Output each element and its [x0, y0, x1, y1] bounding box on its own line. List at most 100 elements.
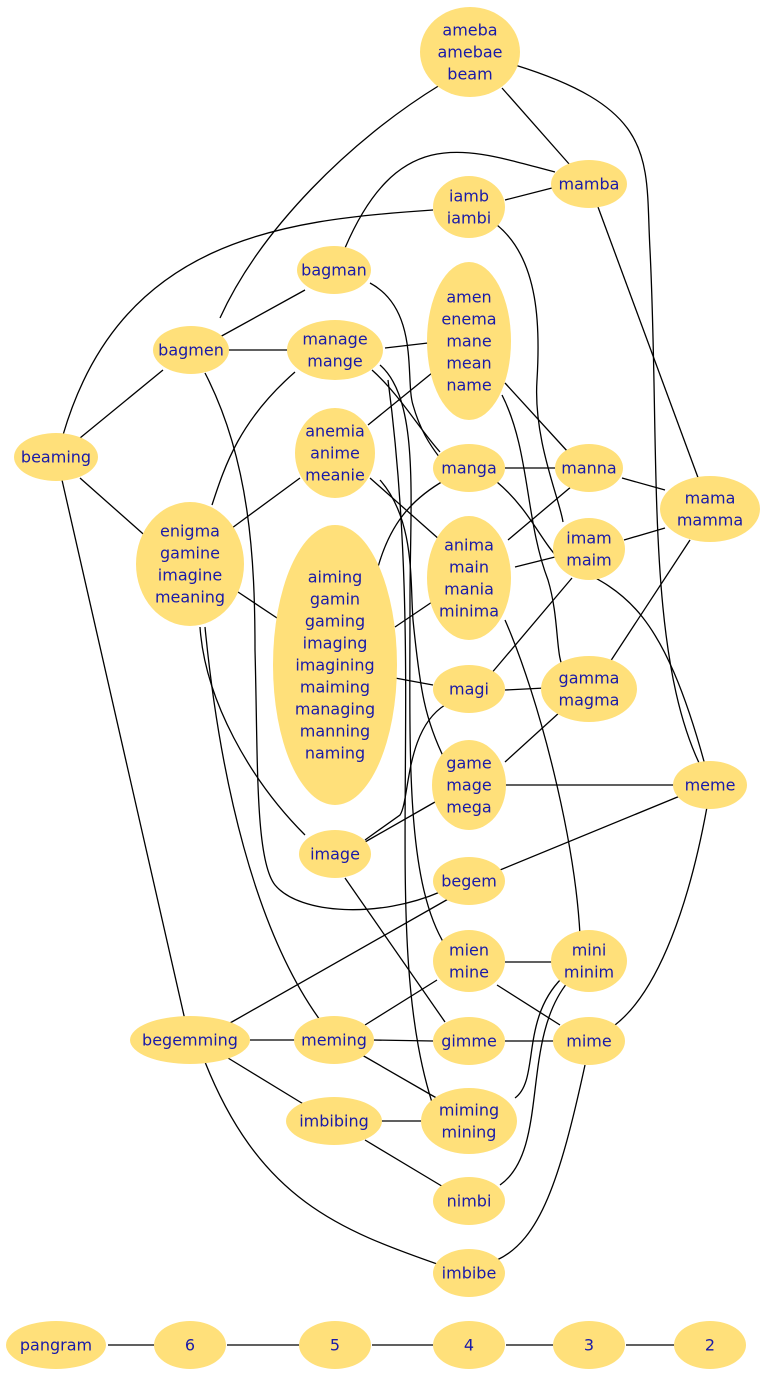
node-meme-shape [673, 761, 747, 809]
node-mini-label: minim [564, 963, 614, 982]
edge-game-image [364, 801, 436, 843]
edge-amen-manna [504, 382, 569, 453]
node-game-label: mega [446, 798, 491, 817]
node-gamma-label: magma [559, 691, 620, 710]
edge-bagman-mamba [344, 151, 556, 249]
legend-node-label: pangram [20, 1336, 92, 1355]
legend-node-label: 4 [464, 1336, 474, 1355]
node-imbibe-label: imbibe [442, 1264, 497, 1283]
node-amen-label: name [446, 376, 491, 395]
node-mamba-shape [551, 160, 627, 208]
node-aiming-shape [273, 525, 397, 805]
node-aiming-label: naming [305, 744, 365, 763]
node-mien-label: mien [449, 941, 489, 960]
edge-mini-nimbi [499, 981, 569, 1186]
legend-node-2: 2 [674, 1321, 746, 1369]
edge-manage-enigma [211, 371, 296, 506]
legend-node-shape [154, 1321, 226, 1369]
edge-imam-magi [489, 577, 573, 676]
node-beaming: beaming [14, 433, 98, 481]
node-anima-label: main [449, 558, 489, 577]
node-miming-label: mining [442, 1123, 497, 1142]
node-aiming-label: imagining [295, 656, 374, 675]
edge-anima-mini [504, 619, 581, 936]
node-anima-label: mania [444, 580, 494, 599]
node-imam-label: imam [566, 529, 611, 548]
edge-anemia-enigma [231, 477, 301, 529]
node-magi-label: magi [449, 680, 489, 699]
edge-mini-miming [514, 977, 563, 1099]
node-enigma-label: imagine [158, 566, 222, 585]
node-imbibing: imbibing [286, 1097, 382, 1145]
legend-node-label: 2 [705, 1336, 715, 1355]
node-aiming-label: aiming [308, 568, 363, 587]
node-beaming-label: beaming [21, 448, 91, 467]
node-meme: meme [673, 761, 747, 809]
node-iamb-label: iambi [447, 209, 491, 228]
node-bagmen-shape [153, 326, 229, 374]
node-bagman: bagman [297, 246, 371, 294]
node-imbibe-shape [433, 1249, 505, 1297]
legend-node-shape [674, 1321, 746, 1369]
edge-manage-miming [387, 379, 439, 1121]
node-amen-label: mean [446, 354, 491, 373]
legend-node-shape [433, 1321, 505, 1369]
edge-gamma-game [504, 711, 561, 763]
edges [61, 64, 708, 1346]
edge-mien-meming [364, 979, 438, 1026]
legend-node-label: 3 [584, 1336, 594, 1355]
edge-ameba-mamba [501, 87, 571, 166]
node-magi-shape [433, 665, 505, 713]
node-aiming-label: managing [295, 700, 375, 719]
edge-imam-anima [514, 556, 556, 568]
node-anemia-label: anime [310, 444, 360, 463]
edge-iamb-mamba [504, 187, 553, 201]
edge-anemia-anima [369, 477, 441, 541]
edge-enigma-meming [204, 626, 321, 1021]
node-aiming-label: imaging [303, 634, 368, 653]
edge-mamba-mama [597, 206, 701, 484]
node-ameba-label: ameba [442, 21, 497, 40]
legend-node-4: 4 [433, 1321, 505, 1369]
node-meme-label: meme [685, 776, 736, 795]
node-mini: mini minim [551, 930, 627, 992]
node-mini-label: mini [572, 941, 607, 960]
edge-manage-manga [371, 369, 441, 453]
node-mamba-label: mamba [559, 175, 620, 194]
node-aiming-label: maiming [300, 678, 370, 697]
node-miming-shape [421, 1088, 517, 1154]
node-enigma-shape [136, 502, 244, 626]
node-anemia-label: meanie [305, 466, 365, 485]
node-game-label: game [446, 754, 491, 773]
node-manna-label: manna [561, 459, 616, 478]
node-magi: magi [433, 665, 505, 713]
node-mama-shape [660, 476, 760, 542]
node-mini-shape [551, 930, 627, 992]
node-game-shape [432, 740, 506, 830]
node-anemia-label: anemia [305, 422, 365, 441]
edge-mama-gamma [609, 539, 691, 663]
node-ameba-label: amebae [437, 43, 502, 62]
legend-node-pangram: pangram [6, 1321, 106, 1369]
node-meming-shape [294, 1016, 374, 1064]
node-image-label: image [310, 845, 360, 864]
edge-ameba-bagmen [219, 84, 441, 319]
edge-image-gimme [344, 877, 446, 1023]
edge-manna-anima [507, 485, 573, 541]
edge-enigma-image [199, 626, 306, 836]
node-gimme: gimme [433, 1017, 505, 1065]
edge-bagman-manga [369, 282, 441, 459]
node-aiming-label: gamin [310, 590, 360, 609]
legend-node-label: 6 [185, 1336, 195, 1355]
edge-aiming-magi [394, 677, 434, 686]
